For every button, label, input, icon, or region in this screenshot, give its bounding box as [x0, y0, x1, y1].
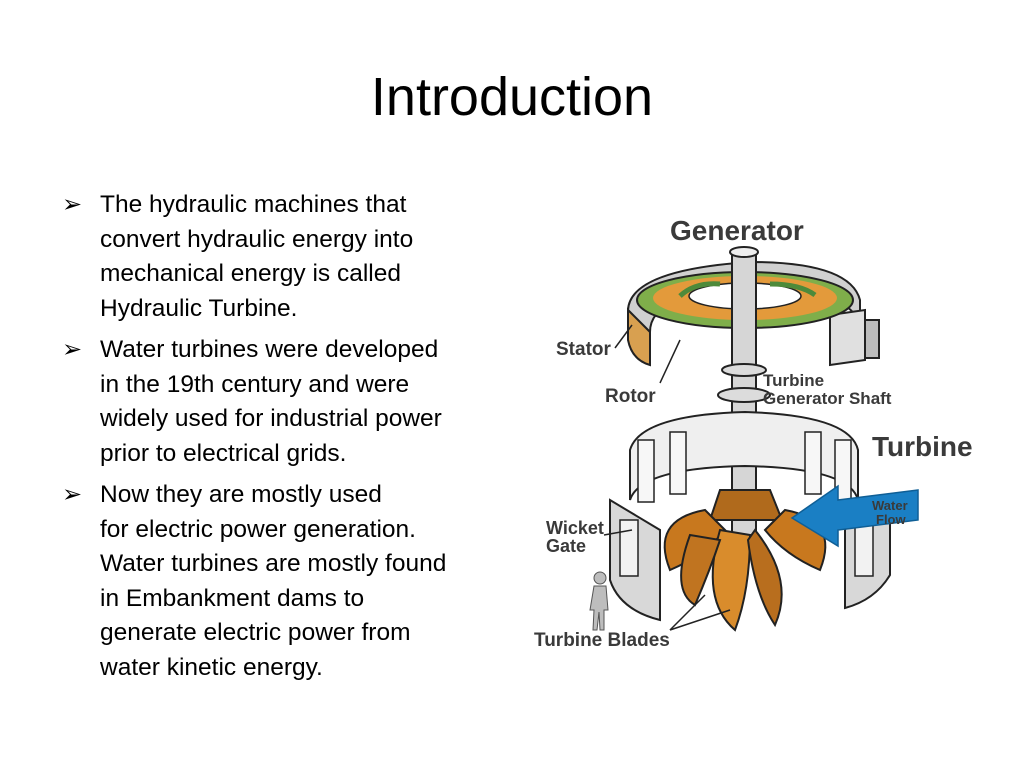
leader-line	[659, 339, 681, 384]
label-wicket-line1: Wicket	[546, 518, 604, 538]
label-water-line2: Flow	[876, 512, 906, 527]
label-stator: Stator	[556, 339, 612, 360]
bullet-line: mechanical energy is called	[100, 260, 401, 287]
leader-line	[669, 594, 706, 631]
bullet-line: prior to electrical grids.	[100, 439, 347, 467]
bullet-item: ➢ The hydraulic machines that convert hy…	[62, 188, 492, 326]
bullet-line: for electric power generation.	[100, 515, 416, 543]
slide-title: Introduction	[370, 67, 654, 127]
bullet-text: Now they are mostly used for electric po…	[100, 478, 492, 685]
label-wicket-line2: Gate	[546, 536, 586, 556]
bullet-line: generate electric power from	[100, 619, 411, 646]
label-rotor: Rotor	[605, 386, 656, 407]
bullet-line: Water turbines were developed	[100, 336, 439, 363]
bullet-line: in the 19th century and were	[100, 370, 410, 398]
label-shaft-line1: Turbine	[763, 371, 824, 390]
label-generator: Generator	[670, 215, 804, 246]
bullet-item: ➢ Water turbines were developed in the 1…	[62, 333, 492, 471]
label-blades: Turbine Blades	[534, 630, 670, 651]
bullet-item: ➢ Now they are mostly used for electric …	[62, 478, 492, 685]
label-turbine: Turbine	[872, 431, 973, 462]
bullet-line: The hydraulic machines that	[100, 191, 407, 218]
bullet-line: Hydraulic Turbine.	[100, 294, 298, 322]
label-water-line1: Water	[872, 498, 908, 513]
bullet-text: The hydraulic machines that convert hydr…	[100, 188, 492, 326]
bullet-list: ➢ The hydraulic machines that convert hy…	[62, 188, 492, 692]
bullet-text: Water turbines were developed in the 19t…	[100, 333, 492, 471]
bullet-line: in Embankment dams to	[100, 584, 365, 612]
person-scale-figure	[589, 571, 609, 631]
turbine-generator-diagram: Generator Stator Rotor Turbine Generator…	[534, 215, 973, 651]
label-shaft-line2: Generator Shaft	[763, 389, 892, 408]
leader-line	[669, 609, 731, 631]
bullet-line: Water turbines are mostly found	[100, 550, 447, 577]
leader-line	[603, 529, 633, 536]
water-flow-arrow	[790, 484, 919, 548]
arrow-bullet-icon: ➢	[62, 336, 83, 363]
bullet-line: convert hydraulic energy into	[100, 225, 414, 253]
bullet-line: water kinetic energy.	[100, 653, 323, 681]
bullet-line: widely used for industrial power	[100, 405, 442, 432]
bullet-line: Now they are mostly used	[100, 481, 382, 508]
arrow-bullet-icon: ➢	[62, 191, 83, 218]
arrow-bullet-icon: ➢	[62, 481, 83, 508]
leader-line	[614, 324, 633, 349]
